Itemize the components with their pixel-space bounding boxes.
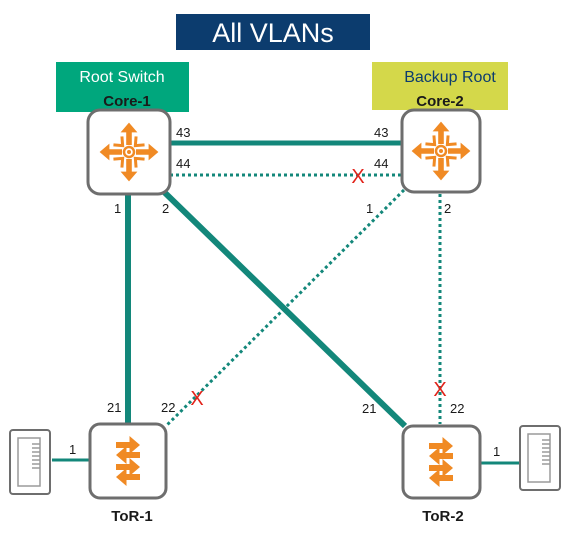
backup-root-role-label: Backup Root [404,69,496,86]
port-tor1-server-1: 1 [69,442,76,457]
port-core2-1: 1 [366,201,373,216]
tor2-label: ToR-2 [422,508,463,525]
blocked-marker-core2-tor2: X [433,379,446,401]
tor1-device[interactable] [88,422,168,500]
links-layer [52,140,520,465]
port-tor2-21: 21 [362,401,376,416]
core1-label: Core-1 [103,93,151,110]
switch-icon [116,436,140,486]
port-core1-1: 1 [114,201,121,216]
port-tor2-22: 22 [450,401,464,416]
port-core2-44: 44 [374,156,388,171]
server-2[interactable] [519,425,561,491]
core2-label: Core-2 [416,93,464,110]
port-core1-44: 44 [176,156,190,171]
backup-root-tag [372,62,508,110]
link-core1-tor2 [157,185,408,429]
title-banner [176,14,370,50]
tor1-label: ToR-1 [111,508,152,525]
blocked-marker-core1-core2-44: X [351,166,364,188]
diagram-title: All VLANs [212,18,334,48]
root-switch-role-label: Root Switch [79,69,164,86]
server-icon [17,437,41,487]
port-core1-43: 43 [176,125,190,140]
server-icon [527,433,551,483]
port-tor1-22: 22 [161,400,175,415]
core2-device[interactable] [400,108,482,194]
server-1[interactable] [9,429,51,495]
port-core2-43: 43 [374,125,388,140]
port-tor2-server-1: 1 [493,444,500,459]
port-core2-2: 2 [444,201,451,216]
router-icon [411,121,471,181]
router-icon [99,122,159,182]
port-tor1-21: 21 [107,400,121,415]
link-core2-tor1 [164,188,406,428]
root-switch-tag [56,62,189,112]
port-labels: 43 43 44 44 1 21 2 21 1 22 2 22 1 1 [69,125,500,459]
blocked-marker-core2-tor1: X [190,388,203,410]
tor2-device[interactable] [401,424,482,500]
core1-device[interactable] [86,108,172,196]
switch-icon [429,437,453,487]
port-core1-2: 2 [162,201,169,216]
